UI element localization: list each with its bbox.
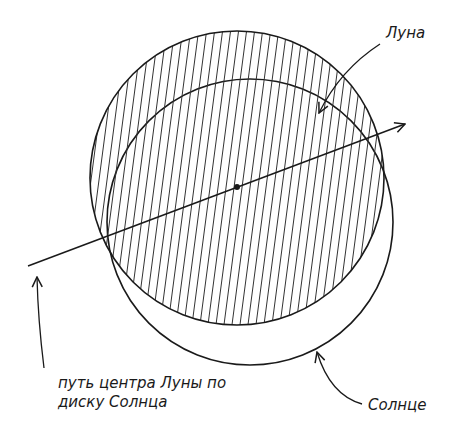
hatch-line bbox=[246, 20, 288, 340]
hatch-line bbox=[46, 20, 88, 340]
hatch-line bbox=[238, 20, 280, 340]
sun-label: Солнце bbox=[368, 396, 468, 415]
moon-label: Луна bbox=[386, 24, 466, 43]
moon-disk bbox=[90, 31, 384, 325]
moon-hatching bbox=[38, 20, 432, 340]
hatch-line bbox=[366, 20, 408, 340]
hatch-line bbox=[334, 20, 376, 340]
hatch-line bbox=[318, 20, 360, 340]
hatch-line bbox=[86, 20, 128, 340]
hatch-line bbox=[270, 20, 312, 340]
hatch-line bbox=[214, 20, 256, 340]
hatch-line bbox=[198, 20, 240, 340]
hatch-line bbox=[102, 20, 144, 340]
hatch-line bbox=[302, 20, 344, 340]
hatch-line bbox=[182, 20, 224, 340]
hatch-line bbox=[286, 20, 328, 340]
hatch-line bbox=[150, 20, 192, 340]
hatch-line bbox=[358, 20, 400, 340]
hatch-line bbox=[142, 20, 184, 340]
hatch-line bbox=[350, 20, 392, 340]
hatch-line bbox=[230, 20, 272, 340]
hatch-line bbox=[94, 20, 136, 340]
hatch-line bbox=[158, 20, 200, 340]
hatch-line bbox=[110, 20, 152, 340]
leader-line bbox=[37, 277, 44, 368]
path-label: путь центра Луны по диску Солнца bbox=[58, 374, 248, 412]
leader-line bbox=[317, 352, 362, 404]
hatch-line bbox=[78, 20, 120, 340]
hatch-line bbox=[254, 20, 296, 340]
hatch-line bbox=[70, 20, 112, 340]
hatch-line bbox=[326, 20, 368, 340]
hatch-line bbox=[166, 20, 208, 340]
leader-line bbox=[319, 44, 380, 113]
hatch-line bbox=[342, 20, 384, 340]
hatch-line bbox=[278, 20, 320, 340]
hatch-line bbox=[374, 20, 416, 340]
hatch-line bbox=[382, 20, 424, 340]
hatch-line bbox=[262, 20, 304, 340]
path-line bbox=[28, 124, 405, 266]
hatch-line bbox=[38, 20, 80, 340]
hatch-line bbox=[174, 20, 216, 340]
center-dot bbox=[234, 184, 240, 190]
hatch-line bbox=[190, 20, 232, 340]
hatch-line bbox=[62, 20, 104, 340]
hatch-line bbox=[206, 20, 248, 340]
hatch-line bbox=[126, 20, 168, 340]
hatch-line bbox=[390, 20, 432, 340]
